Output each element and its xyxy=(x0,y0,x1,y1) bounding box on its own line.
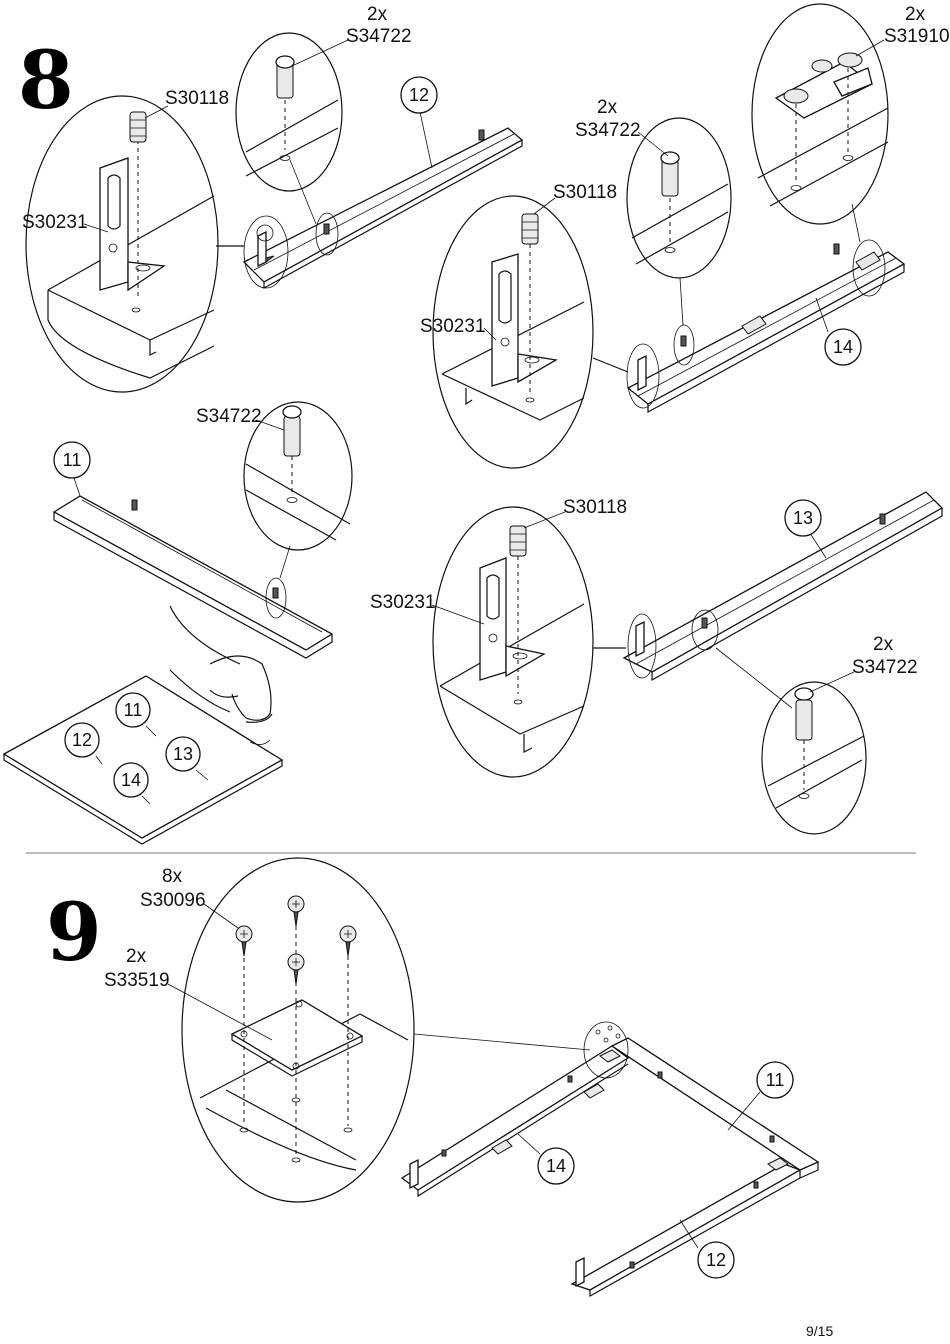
leader-s34722-b xyxy=(637,131,669,157)
part-badge-12-top: 12 xyxy=(400,76,438,114)
leader-panel-11 xyxy=(73,477,81,497)
qty-2x-e: 2x xyxy=(873,634,894,655)
leader-s30231-c xyxy=(431,604,485,625)
part-badge-14-sheet: 14 xyxy=(113,762,149,798)
label-s34722-e: S34722 xyxy=(852,657,918,678)
qty-2x-a: 2x xyxy=(367,4,388,25)
qty-2x-c: 2x xyxy=(905,4,926,25)
svg-text:14: 14 xyxy=(546,1156,566,1176)
svg-text:11: 11 xyxy=(766,1070,785,1090)
leader-panel-14-hardware xyxy=(851,203,861,243)
detail-bracket-panel-12 xyxy=(25,95,219,393)
svg-text:14: 14 xyxy=(833,337,853,357)
detail-cam-dowel-top xyxy=(235,32,343,192)
page-number: 9/15 xyxy=(806,1323,833,1339)
svg-text:11: 11 xyxy=(63,450,82,470)
label-s34722-d: S34722 xyxy=(196,406,262,427)
label-s30118-c: S30118 xyxy=(563,497,627,518)
svg-text:13: 13 xyxy=(173,744,193,764)
label-s34722-a: S34722 xyxy=(346,26,412,47)
leader-s30096 xyxy=(203,903,239,929)
label-s30118-b: S30118 xyxy=(553,182,617,203)
leader-s34722-d xyxy=(255,419,285,431)
label-s33519: S33519 xyxy=(104,970,170,991)
leader-s31910 xyxy=(855,39,885,57)
qty-8x: 8x xyxy=(162,866,183,887)
step-9-number: 9 xyxy=(46,885,102,979)
svg-text:14: 14 xyxy=(121,770,141,790)
label-s34722-b: S34722 xyxy=(575,120,641,141)
label-s30096: S30096 xyxy=(140,890,206,911)
svg-text:12: 12 xyxy=(72,730,92,750)
leader-s30118-a xyxy=(144,105,169,119)
panel-11-rail xyxy=(52,495,334,659)
panel-14-rail xyxy=(626,239,906,414)
step-8-number: 8 xyxy=(18,33,74,127)
part-badge-11-mid: 11 xyxy=(53,441,91,479)
leader-panel-12-bottom xyxy=(679,1219,699,1249)
svg-text:12: 12 xyxy=(706,1250,726,1270)
svg-text:13: 13 xyxy=(793,508,813,528)
svg-text:12: 12 xyxy=(409,85,429,105)
label-s30231-a: S30231 xyxy=(22,212,88,233)
label-s30118-a: S30118 xyxy=(165,88,229,109)
sheet-leaders xyxy=(95,725,209,805)
leader-panel-14-bottom xyxy=(517,1133,541,1155)
part-badge-13-mid: 13 xyxy=(784,499,822,537)
leader-panel-12-dowel xyxy=(289,159,317,225)
leader-panel-14-dowel xyxy=(679,277,684,326)
qty-2x-b: 2x xyxy=(597,97,618,118)
panel-12-rail xyxy=(242,127,524,290)
leader-panel-12 xyxy=(419,111,433,169)
label-s31910: S31910 xyxy=(884,26,950,47)
leader-connector-plate xyxy=(413,1033,591,1051)
qty-2x-f: 2x xyxy=(126,946,147,967)
detail-bracket-panel-13 xyxy=(432,506,594,778)
part-badge-13-sheet: 13 xyxy=(165,736,201,772)
leader-panel-14 xyxy=(815,297,829,333)
label-s30231-c: S30231 xyxy=(370,592,436,613)
leader-panel-13-dowel xyxy=(715,647,793,709)
leader-line-bracket-b xyxy=(592,357,629,373)
leader-s34722-a xyxy=(291,39,349,67)
leader-panel-11-dowel xyxy=(279,545,291,579)
leader-s30118-c xyxy=(523,511,566,529)
part-badge-12-sheet: 12 xyxy=(64,722,100,758)
detail-cam-dowel-panel-14 xyxy=(626,117,732,279)
label-s30231-b: S30231 xyxy=(420,316,486,337)
detail-cam-dowel-panel-11 xyxy=(243,401,353,551)
leader-s34722-e xyxy=(809,671,855,693)
leader-s30118-b xyxy=(533,197,556,215)
part-badge-11-sheet: 11 xyxy=(115,692,151,728)
leader-panel-11-bottom xyxy=(727,1091,761,1131)
detail-hardware-s31910 xyxy=(751,3,889,225)
leader-s30231-b xyxy=(483,327,497,341)
leader-s33519 xyxy=(167,983,273,1041)
assembled-frame xyxy=(400,1021,820,1298)
leader-s30231-a xyxy=(83,223,109,233)
detail-bracket-panel-14 xyxy=(432,195,594,469)
part-badge-14-top: 14 xyxy=(824,328,862,366)
part-badge-11-bottom: 11 xyxy=(756,1061,794,1099)
parts-label-sheet xyxy=(2,605,284,845)
svg-text:11: 11 xyxy=(124,700,143,720)
part-badge-12-bottom: 12 xyxy=(697,1241,735,1279)
panel-13-rail xyxy=(622,491,944,682)
detail-connector-plate xyxy=(181,857,415,1203)
part-badge-14-bottom: 14 xyxy=(537,1147,575,1185)
detail-cam-dowel-panel-13 xyxy=(761,681,867,835)
